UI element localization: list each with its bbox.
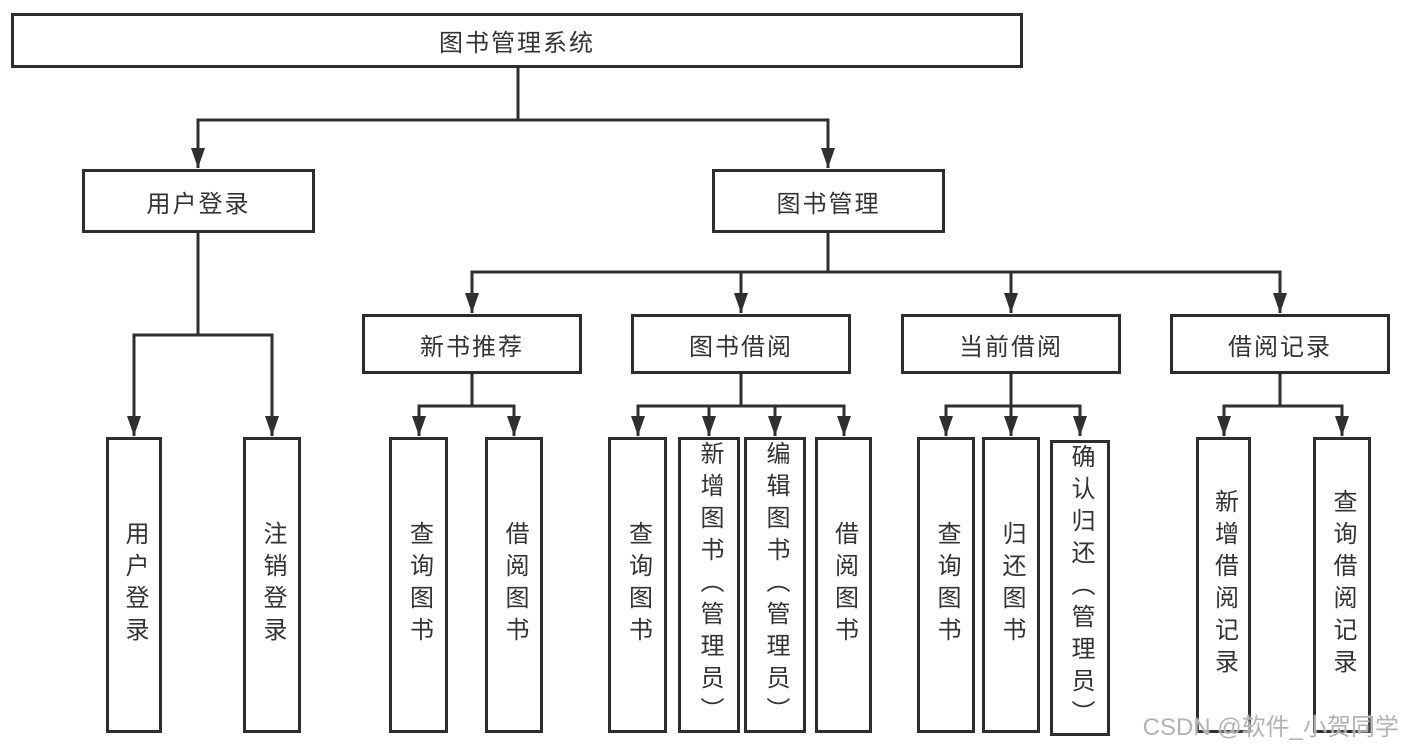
leaf-logout: 注销登录 — [243, 437, 301, 733]
node-user-login-branch: 用户登录 — [82, 169, 315, 233]
node-book-borrowing: 图书借阅 — [631, 314, 851, 374]
node-label: 借阅图书 — [501, 521, 528, 649]
leaf-borrow-books-2: 借阅图书 — [815, 437, 872, 733]
connector — [470, 374, 521, 436]
leaf-confirm-return-admin: 确认归还（管理员） — [1050, 440, 1110, 736]
connector — [702, 374, 743, 436]
connector — [412, 374, 474, 436]
leaf-add-books-admin: 新增图书（管理员） — [678, 437, 740, 733]
leaf-return-books: 归还图书 — [982, 437, 1040, 733]
node-label: 用户登录 — [146, 190, 251, 218]
node-label: 查询图书 — [624, 521, 652, 649]
connector — [734, 233, 830, 313]
node-label: 确认归还（管理员） — [1067, 444, 1094, 732]
connector — [939, 374, 1013, 436]
leaf-query-books-3: 查询图书 — [917, 437, 975, 733]
node-label: 图书借阅 — [689, 333, 793, 361]
node-label: 查询图书 — [933, 521, 960, 649]
node-label: 新增图书（管理员） — [696, 441, 723, 729]
connector — [191, 68, 520, 168]
leaf-edit-books-admin: 编辑图书（管理员） — [744, 437, 806, 733]
node-label: 注销登录 — [259, 521, 286, 649]
connector — [739, 374, 851, 436]
connector — [516, 68, 835, 168]
node-label: 查询借阅记录 — [1329, 489, 1356, 681]
connector — [127, 233, 200, 436]
node-label: 新增借阅记录 — [1210, 489, 1238, 681]
leaf-query-books-1: 查询图书 — [389, 437, 448, 733]
node-label: 借阅图书 — [830, 521, 858, 649]
connector-group — [127, 68, 1349, 436]
node-label: 当前借阅 — [959, 333, 1063, 361]
node-new-book-recommendation: 新书推荐 — [362, 314, 582, 374]
connector — [826, 233, 1287, 313]
node-label: 归还图书 — [998, 521, 1025, 649]
leaf-borrow-books-1: 借阅图书 — [485, 437, 543, 733]
node-label: 编辑图书（管理员） — [762, 441, 789, 729]
node-label: 图书管理系统 — [439, 30, 595, 57]
csdn-watermark: CSDN @软件_小贺同学 — [1142, 714, 1399, 741]
leaf-add-borrow-record: 新增借阅记录 — [1196, 437, 1251, 733]
connector — [1009, 374, 1087, 436]
node-label: 图书管理 — [776, 190, 881, 218]
node-library-management-system: 图书管理系统 — [11, 13, 1023, 68]
leaf-query-books-2: 查询图书 — [608, 437, 667, 733]
node-borrowing-records: 借阅记录 — [1170, 314, 1390, 374]
leaf-query-borrow-record: 查询借阅记录 — [1313, 437, 1371, 733]
node-book-management-branch: 图书管理 — [712, 169, 945, 233]
connector — [1217, 374, 1282, 436]
connector — [1278, 374, 1349, 436]
connector — [196, 233, 279, 436]
node-label: 查询图书 — [405, 521, 433, 649]
node-label: 借阅记录 — [1228, 333, 1332, 361]
node-label: 新书推荐 — [420, 333, 524, 361]
node-current-borrowing: 当前借阅 — [901, 314, 1121, 374]
leaf-user-login: 用户登录 — [106, 437, 162, 733]
node-label: 用户登录 — [121, 521, 148, 649]
